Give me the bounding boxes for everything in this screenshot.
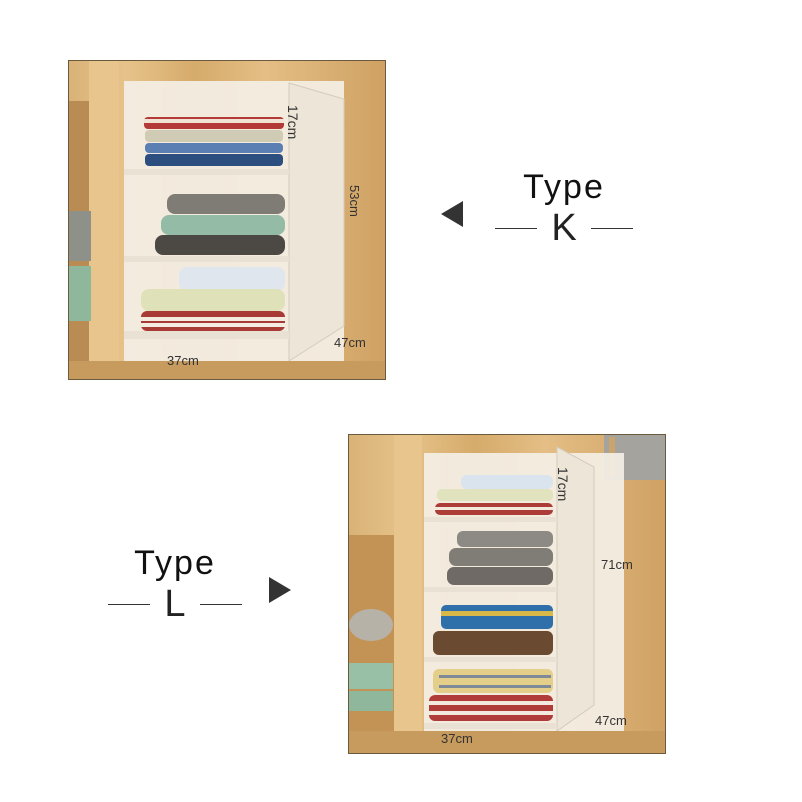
- type-k-rule-right: [590, 227, 633, 229]
- type-k-depth-label: 47cm: [334, 335, 366, 350]
- type-k-letter: K: [551, 207, 577, 249]
- type-k-width-label: 37cm: [167, 353, 199, 368]
- type-l-rule-left: [108, 603, 151, 605]
- type-l-cabinet-illustration: [349, 435, 665, 753]
- type-l-letter: L: [164, 583, 186, 625]
- type-l-shelf-height-label: 17cm: [555, 467, 571, 502]
- type-k-word: Type: [523, 168, 605, 206]
- type-k-total-height-label: 53cm: [347, 185, 362, 217]
- type-l-total-height-label: 71cm: [601, 557, 633, 572]
- type-l-width-label: 37cm: [441, 731, 473, 746]
- type-k-cabinet-illustration: [69, 61, 385, 379]
- type-k-pointer-arrow-icon: [441, 201, 463, 227]
- type-k-product-photo: 17cm 53cm 37cm 47cm: [68, 60, 386, 380]
- type-l-word: Type: [134, 544, 216, 582]
- type-k-rule-left: [495, 227, 538, 229]
- type-k-caption: Type K: [484, 168, 644, 247]
- type-l-caption: Type L: [100, 544, 250, 623]
- type-l-pointer-arrow-icon: [269, 577, 291, 603]
- type-k-shelf-height-label: 17cm: [285, 105, 301, 140]
- type-l-depth-label: 47cm: [595, 713, 627, 728]
- type-l-rule-right: [199, 603, 242, 605]
- type-l-product-photo: 17cm 71cm 37cm 47cm: [348, 434, 666, 754]
